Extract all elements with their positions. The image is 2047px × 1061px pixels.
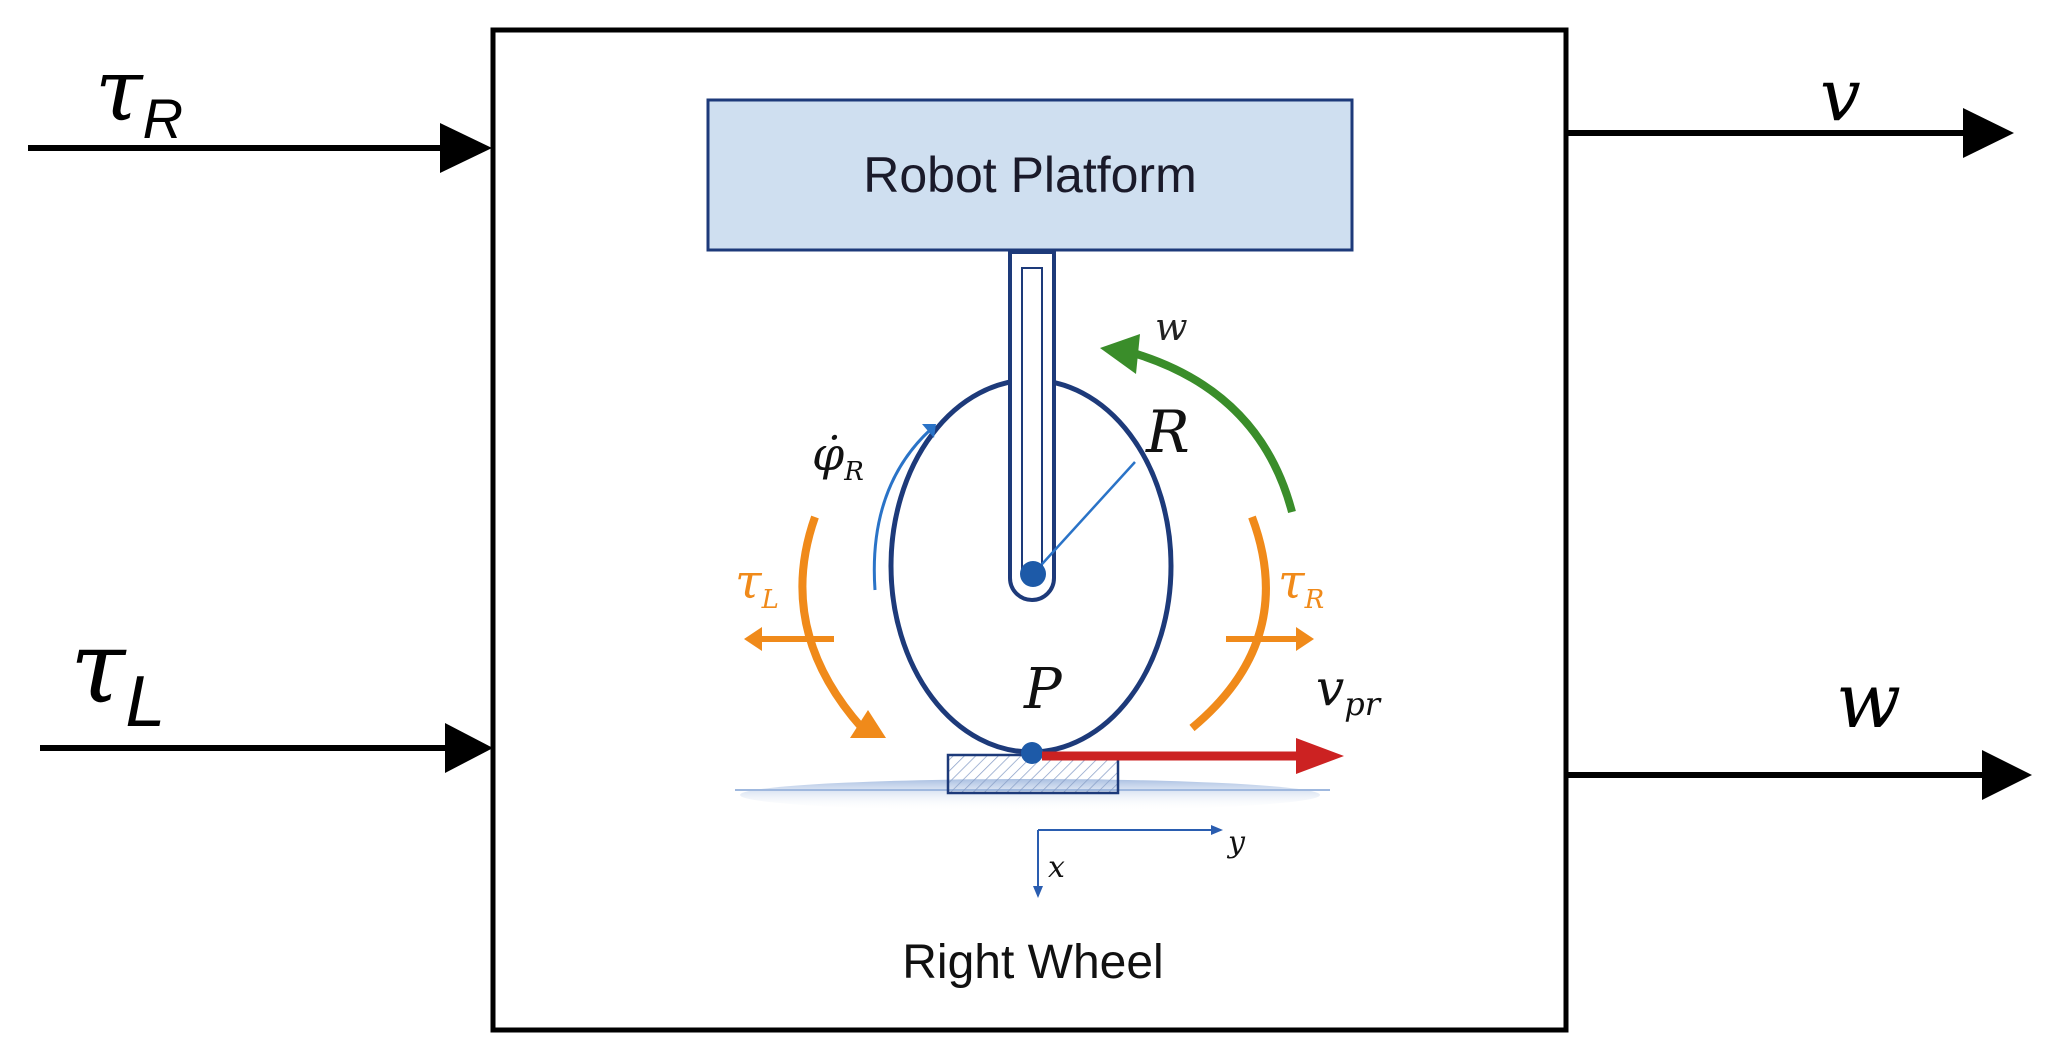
tau-l-arc [744,515,886,738]
axis-y-label: y [1226,825,1246,860]
tau-l-label: τL [735,554,779,615]
output-arrow-v [1566,108,2014,158]
output-label-v: v [1820,53,1861,137]
ground-shadow [740,779,1320,811]
phi-dot-label: φ̇R [812,427,864,487]
input-label-tau-l: τL [70,609,165,742]
contact-point [1021,742,1043,764]
hub-dot [1020,561,1046,587]
tau-r-arc [1189,515,1314,732]
wheel-illustration: Robot Platform [706,98,1382,989]
velocity-label: vpr [1316,659,1382,723]
input-arrow-tau-r [28,123,492,173]
robot-platform-label: Robot Platform [863,147,1196,203]
wheel-label: Right Wheel [902,936,1163,989]
fork-stem [1008,250,1056,602]
velocity-arrow [1042,738,1344,774]
omega-arc [1100,334,1296,514]
radius-label: R [1145,398,1190,466]
phi-dot-arc [872,424,936,591]
input-arrow-tau-l [40,723,493,773]
omega-label: w [1155,305,1188,349]
output-arrow-w [1566,750,2032,800]
tau-r-label: τR [1278,554,1324,615]
output-label-w: w [1836,656,1901,745]
radius-line [1032,461,1136,575]
contact-label: P [1023,657,1063,722]
axes [1033,825,1223,898]
input-label-tau-r: τR [95,41,183,150]
axis-x-label: x [1048,850,1065,885]
